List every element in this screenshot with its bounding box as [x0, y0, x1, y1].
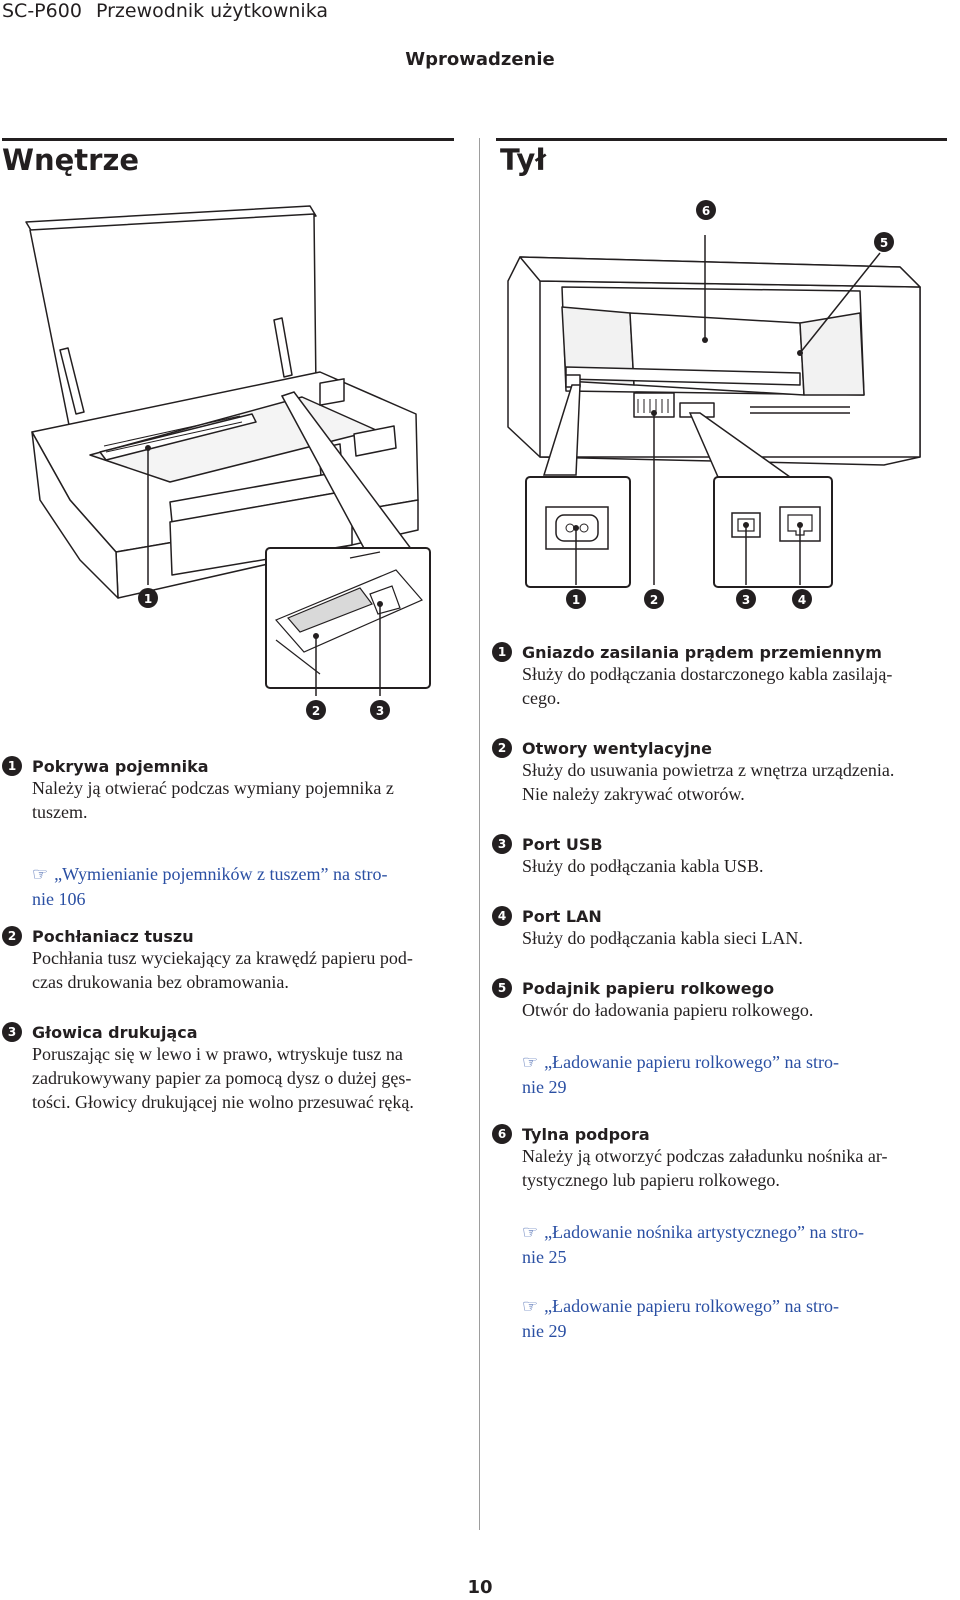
- svg-text:6: 6: [702, 204, 710, 218]
- right-callout-5: 5: [874, 232, 894, 252]
- svg-text:5: 5: [880, 236, 888, 250]
- item-title: Gniazdo zasilania prądem przemiennym: [522, 642, 882, 662]
- svg-text:2: 2: [650, 593, 658, 607]
- left-callout-3: 3: [370, 700, 390, 720]
- right-item-2: 2 Otwory wentylacyjne Służy do usuwania p…: [492, 738, 952, 806]
- right-item-6: 6 Tylna podpora Należy ją otworzyć podcza…: [492, 1124, 952, 1192]
- section-title: Wprowadzenie: [405, 49, 555, 70]
- svg-text:2: 2: [312, 704, 320, 718]
- svg-text:4: 4: [798, 593, 806, 607]
- right-item-3: 3 Port USB Służy do podłączania kabla USB…: [492, 834, 952, 878]
- item-number-badge: 5: [492, 978, 512, 998]
- left-callout-2: 2: [306, 700, 326, 720]
- item-number-badge: 2: [2, 926, 22, 946]
- right-callout-4: 4: [792, 589, 812, 609]
- left-item-1: 1 Pokrywa pojemnika Należy ją otwierać po…: [2, 756, 457, 824]
- product-name: SC-P600: [2, 0, 82, 22]
- right-callout-3: 3: [736, 589, 756, 609]
- item-description: Służy do usuwania powietrza z wnętrza ur…: [522, 760, 895, 804]
- pointing-hand-icon: ☞: [32, 864, 49, 885]
- pointing-hand-icon: ☞: [522, 1052, 539, 1073]
- svg-text:3: 3: [376, 704, 384, 718]
- pointing-hand-icon: ☞: [522, 1296, 539, 1317]
- left-callout-1: 1: [138, 588, 158, 608]
- item-number-badge: 2: [492, 738, 512, 758]
- column-divider: [479, 138, 480, 1530]
- item-description: Otwór do ładowania papieru rolkowego.: [522, 1000, 814, 1020]
- right-item-5: 5 Podajnik papieru rolkowego Otwór do ład…: [492, 978, 952, 1022]
- item-title: Port LAN: [522, 906, 602, 926]
- left-item-2: 2 Pochłaniacz tuszu Pochłania tusz wyciek…: [2, 926, 457, 994]
- right-item-1: 1 Gniazdo zasilania prądem przemiennym Sł…: [492, 642, 952, 710]
- right-callout-1: 1: [566, 589, 586, 609]
- item-title: Otwory wentylacyjne: [522, 738, 712, 758]
- link-loading-art-media[interactable]: ☞„Ładowanie nośnika artystycznego” na st…: [522, 1222, 865, 1267]
- link-loading-roll-paper[interactable]: ☞„Ładowanie papieru rolkowego” na stro- …: [522, 1052, 840, 1097]
- item-number-badge: 3: [492, 834, 512, 854]
- right-callout-2: 2: [644, 589, 664, 609]
- svg-text:3: 3: [742, 593, 750, 607]
- svg-text:1: 1: [572, 593, 580, 607]
- page-number: 10: [467, 1577, 493, 1598]
- item-description: Poruszając się w lewo i w prawo, wtrysku…: [32, 1044, 414, 1112]
- pointing-hand-icon: ☞: [522, 1222, 539, 1243]
- left-title-rule: [2, 138, 454, 141]
- item-number-badge: 4: [492, 906, 512, 926]
- guide-title: Przewodnik użytkownika: [96, 0, 329, 22]
- item-description: Należy ją otwierać podczas wymiany pojem…: [32, 778, 394, 822]
- right-column-title: Tył: [500, 143, 547, 177]
- item-title: Głowica drukująca: [32, 1022, 198, 1042]
- item-number-badge: 3: [2, 1022, 22, 1042]
- svg-text:1: 1: [144, 592, 152, 606]
- item-number-badge: 6: [492, 1124, 512, 1144]
- printer-back-illustration: 1 2 3 4 5 6: [507, 200, 921, 609]
- item-title: Port USB: [522, 834, 603, 854]
- item-title: Tylna podpora: [522, 1124, 650, 1144]
- printer-interior-illustration: 1 2 3: [25, 205, 431, 720]
- item-title: Pochłaniacz tuszu: [32, 926, 194, 946]
- item-title: Podajnik papieru rolkowego: [522, 978, 775, 998]
- item-description: Służy do podłączania kabla USB.: [522, 856, 764, 876]
- item-description: Należy ją otworzyć podczas załadunku noś…: [522, 1146, 888, 1190]
- link-replacing-cartridges[interactable]: ☞„Wymienianie pojemników z tuszem” na st…: [32, 864, 388, 909]
- link-loading-roll-paper-2[interactable]: ☞„Ładowanie papieru rolkowego” na stro- …: [522, 1296, 840, 1341]
- right-title-rule: [496, 138, 947, 141]
- left-item-3: 3 Głowica drukująca Poruszając się w lewo…: [2, 1022, 457, 1114]
- item-description: Służy do podłączania dostarczonego kabla…: [522, 664, 893, 708]
- right-callout-6: 6: [696, 200, 716, 220]
- item-description: Pochłania tusz wyciekający za krawędź pa…: [32, 948, 413, 992]
- item-number-badge: 1: [2, 756, 22, 776]
- item-title: Pokrywa pojemnika: [32, 756, 209, 776]
- right-item-4: 4 Port LAN Służy do podłączania kabla sie…: [492, 906, 952, 950]
- item-number-badge: 1: [492, 642, 512, 662]
- item-description: Służy do podłączania kabla sieci LAN.: [522, 928, 803, 948]
- left-column-title: Wnętrze: [2, 143, 140, 177]
